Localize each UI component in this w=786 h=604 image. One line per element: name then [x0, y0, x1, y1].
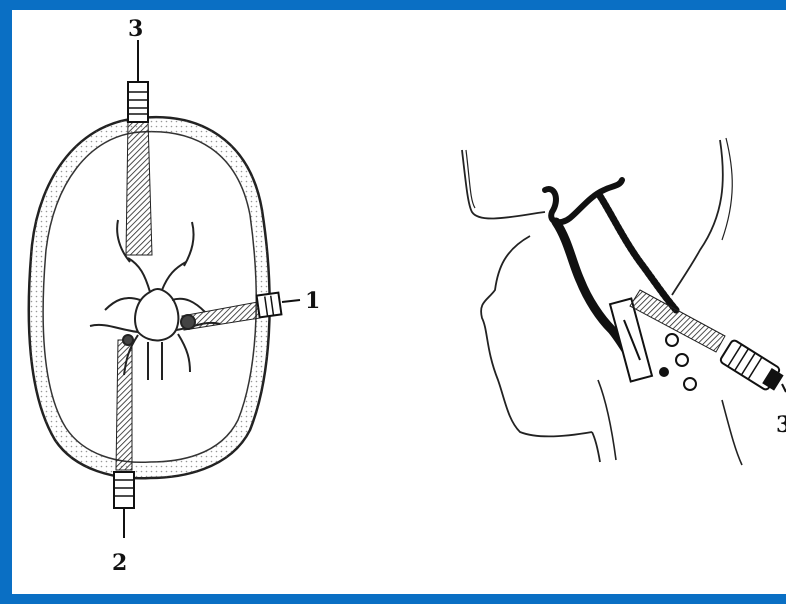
probe-label-2: 2	[112, 550, 127, 576]
probe-2-bottom	[114, 472, 134, 538]
beam-2	[116, 340, 132, 470]
probe-3-top	[128, 40, 148, 122]
figure-canvas: 3 1 2	[12, 10, 786, 594]
neck-profile-view: 3	[462, 138, 786, 465]
beam-3	[126, 120, 152, 255]
probe-label-1: 1	[305, 288, 320, 314]
probe-3-neck	[719, 339, 785, 394]
probe-1-right	[257, 293, 300, 318]
probe-label-3-neck: 3	[776, 412, 786, 438]
doppler-probe-diagram: 3 1 2	[12, 10, 786, 604]
neck-outline	[672, 140, 723, 295]
skull-axial-view: 3 1 2	[29, 16, 321, 576]
circle-of-willis	[90, 220, 220, 380]
probe-label-3: 3	[128, 16, 143, 42]
